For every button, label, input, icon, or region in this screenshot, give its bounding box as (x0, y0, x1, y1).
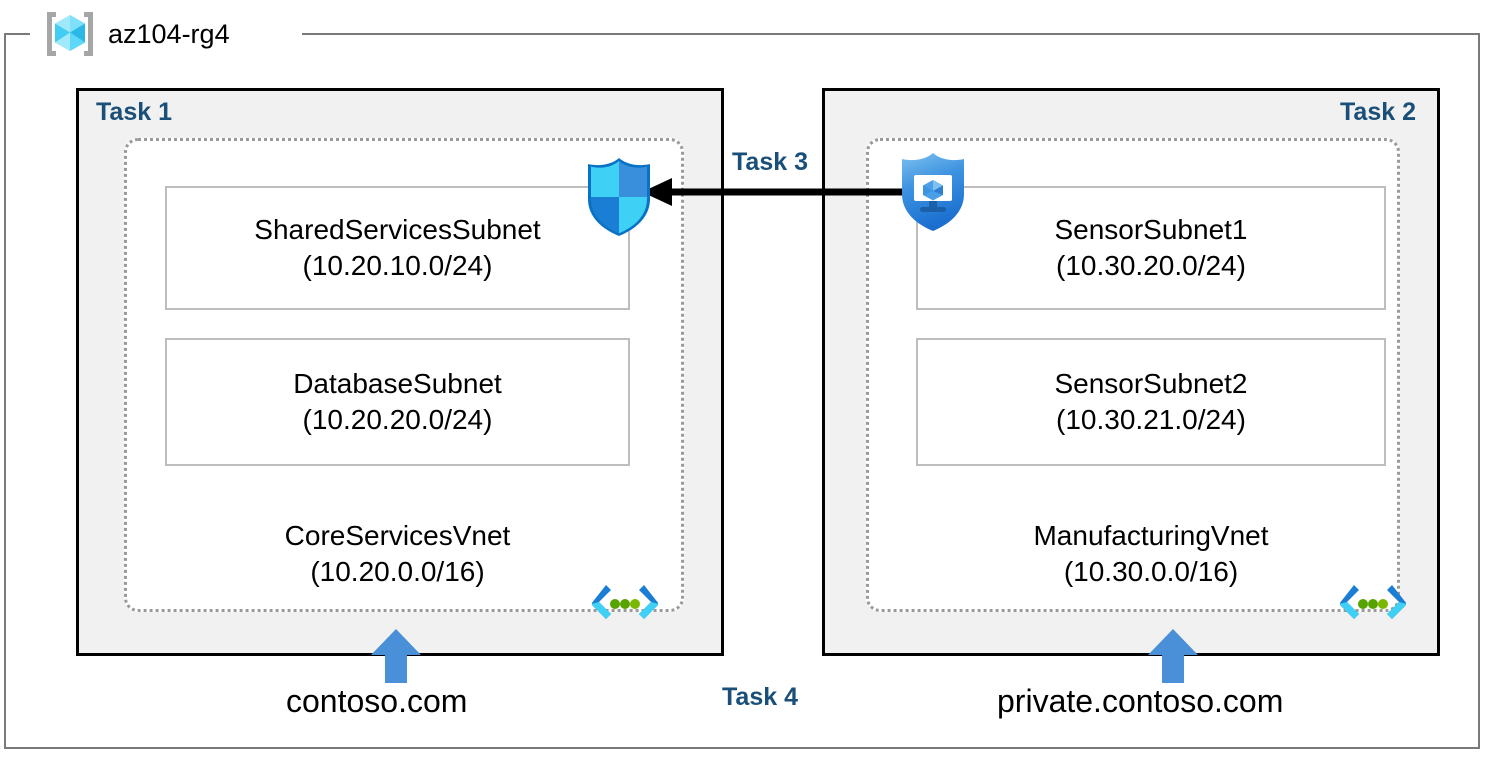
manufacturingvnet-caption: ManufacturingVnet (10.30.0.0/16) (916, 518, 1386, 590)
resource-group-name: az104-rg4 (108, 18, 230, 49)
subnet-databasesubnet: DatabaseSubnet (10.20.20.0/24) (165, 338, 630, 466)
subnet-cidr: (10.20.20.0/24) (302, 404, 493, 435)
resource-group-cube-icon (47, 12, 93, 56)
dns-zone-private-contoso-label: private.contoso.com (997, 683, 1284, 719)
task4-label: Task 4 (722, 683, 798, 711)
corevnet-caption: CoreServicesVnet (10.20.0.0/16) (165, 518, 630, 590)
subnet-cidr: (10.30.20.0/24) (1056, 250, 1246, 281)
subnet-cidr: (10.30.21.0/24) (1056, 404, 1246, 435)
vnet-cidr: (10.20.0.0/16) (310, 555, 485, 587)
subnet-name: SensorSubnet1 (1054, 214, 1248, 246)
task3-label: Task 3 (726, 148, 814, 177)
subnet-sensorsubnet2: SensorSubnet2 (10.30.21.0/24) (916, 338, 1386, 466)
virtual-network-icon (1340, 585, 1406, 619)
subnet-name: SharedServicesSubnet (254, 214, 541, 246)
resource-group-header: az104-rg4 (42, 6, 230, 62)
task1-label: Task 1 (96, 98, 172, 126)
dns-up-arrow (1148, 629, 1198, 683)
subnet-cidr: (10.20.10.0/24) (302, 250, 493, 281)
shield-quadrant-icon (588, 158, 650, 236)
subnet-name: SensorSubnet2 (1054, 368, 1248, 400)
subnet-name: DatabaseSubnet (293, 368, 502, 400)
dns-up-arrow (371, 629, 421, 683)
peering-arrow (642, 178, 924, 206)
resource-group-frame (4, 33, 1480, 749)
subnet-sharedservicessubnet: SharedServicesSubnet (10.20.10.0/24) (165, 186, 630, 310)
task2-label: Task 2 (1340, 98, 1416, 126)
vnet-name: ManufacturingVnet (1033, 520, 1269, 551)
vnet-cidr: (10.30.0.0/16) (1063, 555, 1239, 587)
defender-shield-monitor-icon (902, 153, 964, 231)
virtual-network-icon (592, 585, 658, 619)
dns-zone-contoso-label: contoso.com (286, 683, 468, 719)
subnet-sensorsubnet1: SensorSubnet1 (10.30.20.0/24) (916, 186, 1386, 310)
vnet-name: CoreServicesVnet (284, 520, 511, 551)
